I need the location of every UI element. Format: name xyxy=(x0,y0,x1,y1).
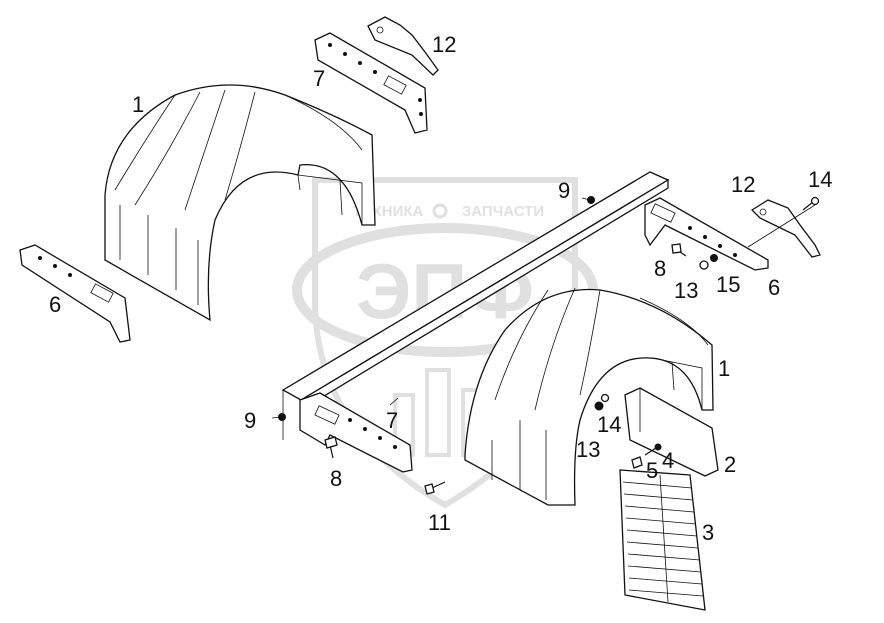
callout-5: 5 xyxy=(646,458,658,483)
callout-6-left: 6 xyxy=(49,292,61,317)
bolt-5 xyxy=(631,456,643,469)
callout-13-lower: 13 xyxy=(576,437,600,462)
callout-8-lower: 8 xyxy=(330,466,342,491)
callout-11: 11 xyxy=(428,510,451,535)
gear-icon xyxy=(432,203,448,219)
fender-right xyxy=(464,287,714,506)
callout-7-upper: 7 xyxy=(313,66,325,91)
nut-13-lower xyxy=(594,401,604,411)
callout-4: 4 xyxy=(662,448,674,473)
callout-1-fender-left: 1 xyxy=(132,92,144,117)
bracket-right xyxy=(644,197,769,271)
mud-flap-panel xyxy=(624,387,719,477)
fender-left xyxy=(104,84,376,322)
callout-14-right: 14 xyxy=(808,167,832,192)
bolt-8-right xyxy=(671,243,687,257)
nut-15 xyxy=(710,254,718,262)
bracket-upper xyxy=(314,32,428,134)
bracket-left xyxy=(19,244,131,343)
callout-9-upper: 9 xyxy=(558,178,570,203)
leader-lines xyxy=(271,197,816,419)
callout-7-lower: 7 xyxy=(386,408,398,433)
nut-13-right xyxy=(699,260,709,270)
callouts: 1 1 2 3 4 5 6 6 7 7 8 8 9 9 11 12 12 13 … xyxy=(49,32,832,545)
callout-15: 15 xyxy=(716,272,740,297)
callout-6-right: 6 xyxy=(768,275,780,300)
callout-9-lower: 9 xyxy=(244,408,256,433)
callout-13-right: 13 xyxy=(674,278,698,303)
callout-14-lower: 14 xyxy=(597,412,621,437)
bracket-plate-right xyxy=(750,199,821,258)
watermark-text-right: ЗАПЧАСТИ xyxy=(462,203,544,220)
bracket-lower xyxy=(299,392,413,473)
bolt-9-upper xyxy=(587,196,595,204)
callout-2: 2 xyxy=(724,452,736,477)
bolt-14-right xyxy=(802,196,820,211)
mud-flap xyxy=(619,469,706,611)
nut-14-lower xyxy=(600,393,610,403)
callout-8-right: 8 xyxy=(654,256,666,281)
callout-3: 3 xyxy=(702,520,714,545)
bracket-plate-upper xyxy=(367,16,439,76)
callout-1-fender-right: 1 xyxy=(718,356,730,381)
callout-12-upper: 12 xyxy=(432,32,456,57)
callout-12-right: 12 xyxy=(731,172,755,197)
bolt-8-lower xyxy=(324,436,338,459)
bolt-11 xyxy=(424,481,446,495)
bolt-4 xyxy=(644,443,662,456)
